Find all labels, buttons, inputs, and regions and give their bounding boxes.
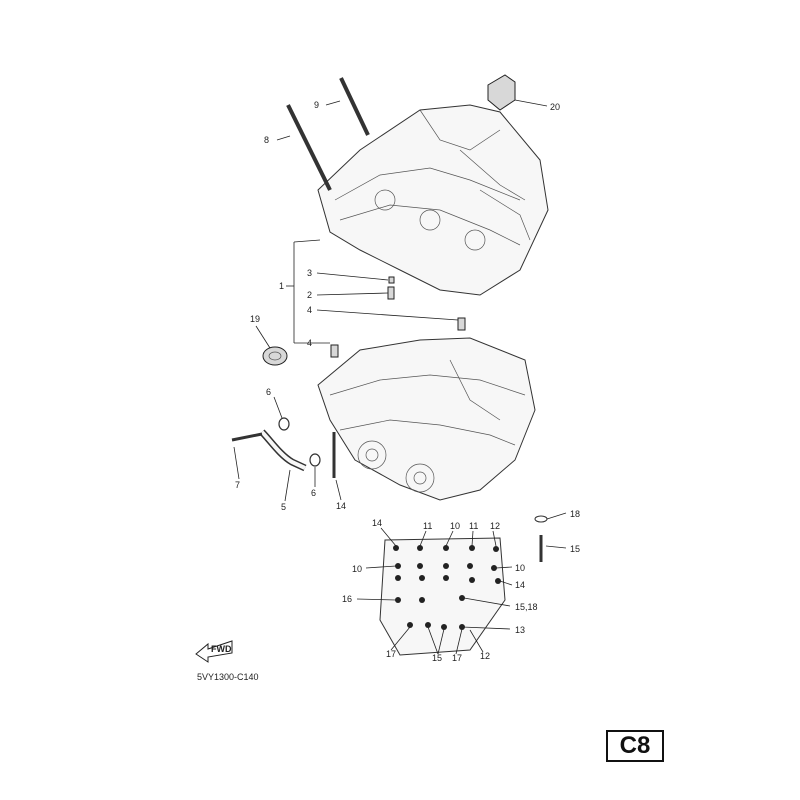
callout-5: 5 — [281, 502, 286, 512]
callout-6a: 6 — [266, 387, 271, 397]
callout-15a: 15 — [570, 544, 580, 554]
callout-10b: 10 — [352, 564, 362, 574]
callout-15b: 15 — [432, 653, 442, 663]
dowel-4b — [330, 344, 339, 358]
callout-7: 7 — [235, 480, 240, 490]
o-ring-6b — [309, 453, 321, 467]
lower-crankcase — [317, 337, 536, 501]
dowel-4a — [457, 317, 466, 331]
callout-10a: 10 — [450, 521, 460, 531]
callout-18: 18 — [570, 509, 580, 519]
diagram-code: 5VY1300-C140 — [197, 672, 259, 682]
callout-15-18: 15,18 — [515, 602, 538, 612]
washer-18 — [534, 515, 548, 523]
callout-14a: 14 — [336, 501, 346, 511]
callout-9: 9 — [314, 100, 319, 110]
callout-8: 8 — [264, 135, 269, 145]
callout-20: 20 — [550, 102, 560, 112]
dowel-pin-2 — [387, 286, 395, 300]
callout-4b: 4 — [307, 338, 312, 348]
callout-14c: 14 — [515, 580, 525, 590]
callout-13: 13 — [515, 625, 525, 635]
upper-crankcase — [317, 104, 549, 296]
dowel-3 — [388, 276, 395, 284]
callout-2: 2 — [307, 290, 312, 300]
callout-12b: 12 — [480, 651, 490, 661]
stud-8 — [286, 104, 332, 191]
callout-17a: 17 — [386, 649, 396, 659]
stud-9 — [339, 77, 370, 136]
bolt-7 — [231, 432, 263, 442]
page-tag-text: C8 — [619, 732, 651, 759]
leader-lines — [233, 99, 567, 655]
callout-11b: 11 — [469, 521, 478, 531]
callout-17b: 17 — [452, 653, 462, 663]
fwd-label: FWD — [211, 644, 232, 654]
callout-1: 1 — [279, 281, 284, 291]
fwd-arrow-icon: FWD — [195, 640, 233, 663]
callout-3: 3 — [307, 268, 312, 278]
callout-16: 16 — [342, 594, 352, 604]
callout-19: 19 — [250, 314, 260, 324]
callout-11a: 11 — [423, 521, 432, 531]
page-tag: C8 — [606, 730, 664, 762]
callout-12a: 12 — [490, 521, 500, 531]
oil-filler-19 — [262, 346, 288, 366]
o-ring-6a — [278, 417, 290, 431]
breather-cap-20 — [487, 74, 516, 111]
callout-10c: 10 — [515, 563, 525, 573]
callout-6b: 6 — [311, 488, 316, 498]
callout-4a: 4 — [307, 305, 312, 315]
bolt-layout — [379, 537, 506, 656]
callout-14b: 14 — [372, 518, 382, 528]
oil-pipe-5 — [259, 429, 307, 472]
